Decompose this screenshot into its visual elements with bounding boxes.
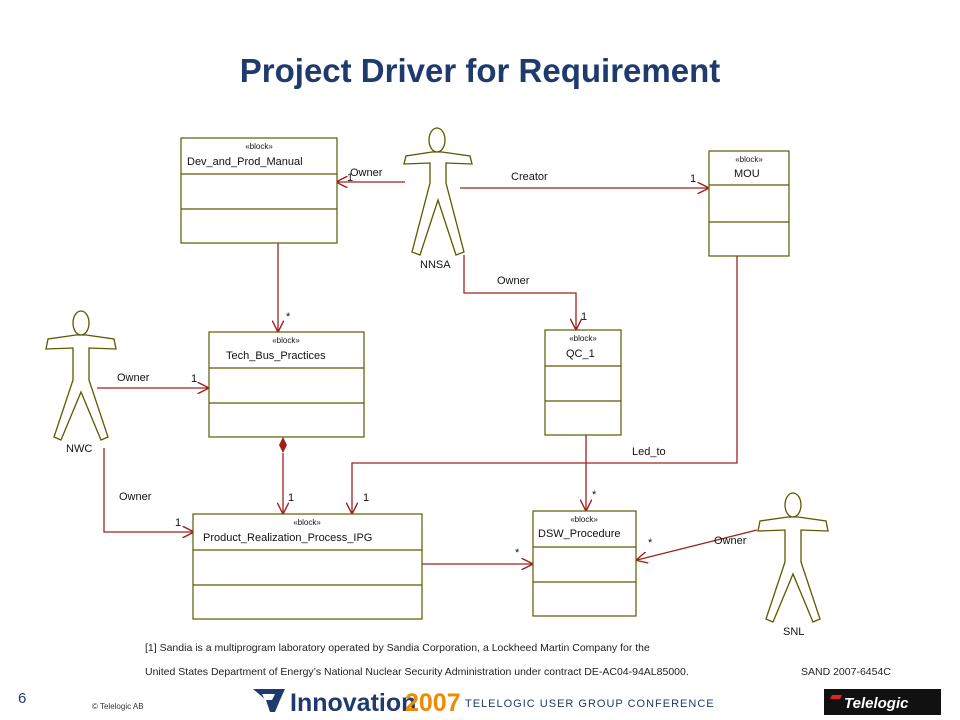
actor-snl-label: SNL <box>783 626 804 638</box>
actor-nnsa-icon[interactable] <box>403 127 473 256</box>
owner-label-devprod: Owner <box>350 167 383 179</box>
dsw-stereotype: «block» <box>570 515 598 524</box>
owner-line-nwc-product <box>103 448 193 532</box>
page-title: Project Driver for Requirement <box>239 52 721 89</box>
owner-line-snl-dsw <box>637 529 758 560</box>
actor-nwc-label: NWC <box>66 443 92 455</box>
mou-label: MOU <box>734 168 760 180</box>
mult-dsw-qc1: * <box>592 489 597 501</box>
telelogic-wordmark: Telelogic <box>844 695 909 712</box>
qc1-stereotype: «block» <box>569 334 597 343</box>
owner-label-techbus: Owner <box>117 372 150 384</box>
product-stereotype: «block» <box>293 518 321 527</box>
qc1-label: QC_1 <box>566 348 595 360</box>
mult-mou-creator: 1 <box>690 173 696 185</box>
mult-devprod-owner: 1 <box>347 172 353 184</box>
page-number: 6 <box>18 690 27 707</box>
innovation-year: 2007 <box>405 689 461 717</box>
footnote-line-2: United States Department of Energy’s Nat… <box>145 666 689 678</box>
product-label: Product_Realization_Process_IPG <box>203 532 372 544</box>
owner-label-dsw: Owner <box>714 535 747 547</box>
block-tech-bus-practices[interactable] <box>208 331 365 438</box>
dev-prod-label: Dev_and_Prod_Manual <box>187 156 303 168</box>
owner-line-nnsa-qc1 <box>463 255 576 329</box>
innovation-logo-icon <box>253 689 285 712</box>
dev-prod-stereotype: «block» <box>245 142 273 151</box>
mult-qc1-owner: 1 <box>581 311 587 323</box>
mult-techbus-owner: 1 <box>191 373 197 385</box>
mult-product-composition: 1 <box>288 492 294 504</box>
block-mou[interactable] <box>708 150 790 257</box>
mult-dsw-product: * <box>515 547 520 559</box>
actor-snl-icon[interactable] <box>757 492 829 623</box>
mult-techbus-devprod: * <box>286 311 291 323</box>
mult-product-ledto: 1 <box>363 492 369 504</box>
dsw-label: DSW_Procedure <box>538 528 621 540</box>
conference-subtitle: TELELOGIC USER GROUP CONFERENCE <box>465 698 715 710</box>
block-dev-and-prod-manual[interactable] <box>180 137 338 244</box>
led-to-line-mou-product <box>352 256 738 513</box>
mou-stereotype: «block» <box>735 155 763 164</box>
block-dsw-procedure[interactable] <box>532 510 637 617</box>
actor-nnsa-label: NNSA <box>420 259 451 271</box>
telelogic-logo-icon <box>824 689 941 715</box>
owner-label-qc1: Owner <box>497 275 530 287</box>
innovation-wordmark: Innovation <box>290 689 416 717</box>
actor-nwc-icon[interactable] <box>45 310 117 441</box>
sand-number: SAND 2007-6454C <box>801 666 891 678</box>
copyright: © Telelogic AB <box>92 702 144 711</box>
tech-bus-label: Tech_Bus_Practices <box>226 350 326 362</box>
led-to-label: Led_to <box>632 446 666 458</box>
mult-product-owner: 1 <box>175 517 181 529</box>
block-product-realization[interactable] <box>192 513 423 620</box>
owner-label-product: Owner <box>119 491 152 503</box>
composition-diamond <box>279 437 287 453</box>
tech-bus-stereotype: «block» <box>272 336 300 345</box>
mult-dsw-owner: * <box>648 537 653 549</box>
conference-banner: Innovation 2007 TELELOGIC USER GROUP CON… <box>253 689 941 717</box>
block-qc-1[interactable] <box>544 329 622 436</box>
creator-label: Creator <box>511 171 548 183</box>
footnote-line-1: [1] Sandia is a multiprogram laboratory … <box>145 642 650 654</box>
